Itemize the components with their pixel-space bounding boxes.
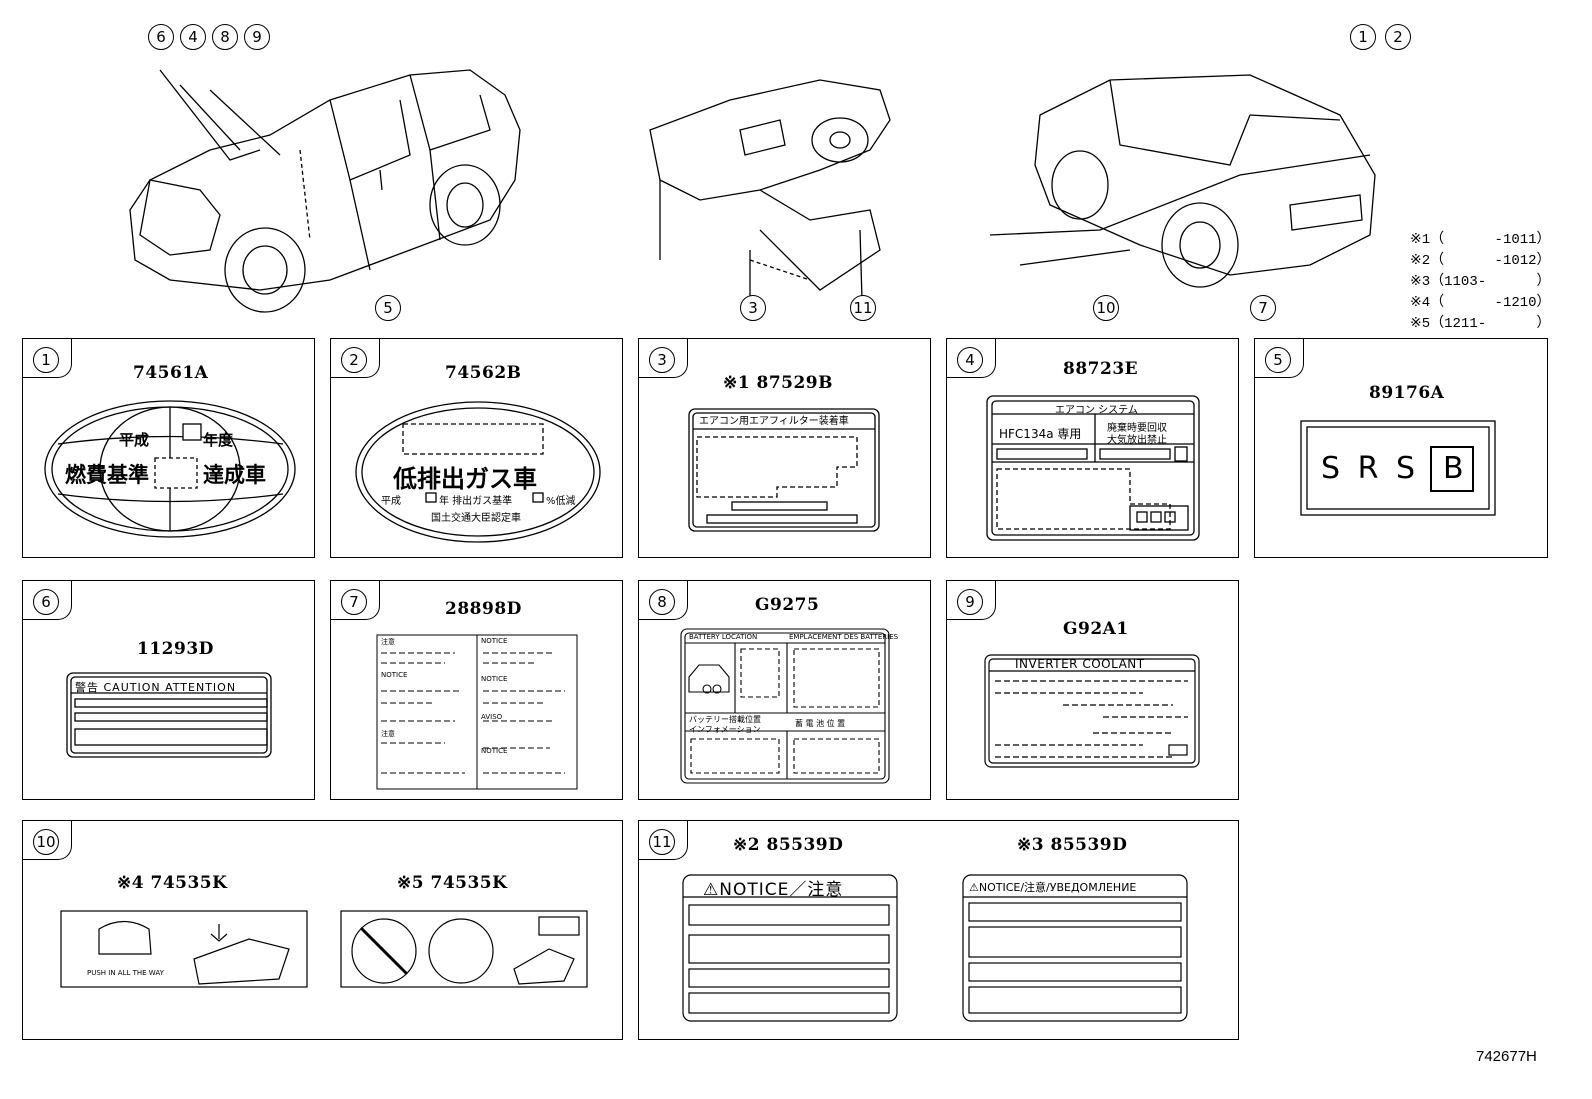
- part-number-1: ※2 85539D: [733, 835, 844, 855]
- label-text-percent-reduction: %低減: [546, 496, 576, 507]
- label-text-battery-location: BATTERY LOCATION: [689, 633, 758, 641]
- callout-8: 8: [212, 24, 238, 50]
- panel-number-7: 7: [341, 589, 367, 615]
- label-text-notice-7: NOTICE: [481, 747, 508, 755]
- label-text-notice-4: NOTICE: [481, 675, 508, 683]
- label-text-information: インフォメーション: [689, 725, 761, 734]
- label-text-battery-cn: 蓄 電 池 位 置: [795, 719, 846, 728]
- label-text-caution: 警告 CAUTION ATTENTION: [75, 681, 237, 694]
- panel-number-2: 2: [341, 347, 367, 373]
- part-number: 74562B: [445, 363, 522, 383]
- panel-number-3: 3: [649, 347, 675, 373]
- callout-3: 3: [740, 295, 766, 321]
- interior-dashboard-illustration: [649, 79, 891, 300]
- label-text-inverter-coolant: INVERTER COOLANT: [1015, 657, 1145, 671]
- panel-number-9: 9: [957, 589, 983, 615]
- part-number: 11293D: [137, 639, 214, 659]
- label-text-notice-1: 注意: [381, 638, 395, 646]
- label-panel-4: 4 88723E エアコン システム HFC134a 専用 廃棄時要回収 大気放…: [946, 338, 1239, 558]
- callout-2: 2: [1385, 24, 1411, 50]
- note-1: ※1（ -1011）: [1410, 232, 1551, 248]
- label-panel-2: 2 74562B 低排出ガス車 平成 年 排出ガス基準 %低減 国土交通大臣認定…: [330, 338, 623, 558]
- label-text-heisei: 平成: [381, 496, 401, 507]
- label-text-srs: S R S: [1321, 451, 1420, 486]
- panel-number-4: 4: [957, 347, 983, 373]
- panel-number-8: 8: [649, 589, 675, 615]
- label-panel-3: 3 ※1 87529B エアコン用エアフィルター装着車: [638, 338, 931, 558]
- callout-4: 4: [180, 24, 206, 50]
- car-front-view-illustration: [129, 69, 521, 313]
- label-text-notice-2: NOTICE: [481, 637, 508, 645]
- panel-number-11: 11: [649, 829, 675, 855]
- note-3: ※3（1103- ）: [1410, 274, 1551, 290]
- part-number: 74561A: [133, 363, 209, 383]
- diagram-id: 742677H: [1476, 1048, 1537, 1065]
- label-text-hfc134a: HFC134a 専用: [999, 427, 1082, 441]
- label-text-push-in: PUSH IN ALL THE WAY: [87, 969, 164, 977]
- note-2: ※2（ -1012）: [1410, 253, 1551, 269]
- label-text-ac-filter: エアコン用エアフィルター装着車: [699, 416, 849, 427]
- label-text-notice-3: NOTICE: [381, 671, 408, 679]
- label-panel-5: 5 89176A S R S B: [1254, 338, 1548, 558]
- label-text-battery-jp: バッテリー搭載位置: [689, 715, 761, 724]
- note-5: ※5（1211- ）: [1410, 316, 1551, 332]
- panel-number-5: 5: [1265, 347, 1291, 373]
- part-number: 28898D: [445, 599, 522, 619]
- callout-10: 10: [1093, 295, 1119, 321]
- part-number: ※1 87529B: [723, 373, 834, 393]
- label-text-notice-ru: ⚠NOTICE/注意/УВЕДОМЛЕНИЕ: [969, 881, 1137, 894]
- part-number-1: ※4 74535K: [117, 873, 228, 893]
- panel-number-1: 1: [33, 347, 59, 373]
- label-text-achieved: 達成車: [203, 463, 266, 487]
- part-number: G92A1: [1063, 619, 1129, 639]
- label-text-recover: 廃棄時要回収: [1107, 423, 1167, 434]
- label-text-no-release: 大気放出禁止: [1107, 435, 1167, 446]
- label-text-emplacement: EMPLACEMENT DES BATTERIES: [789, 633, 899, 641]
- part-number: 89176A: [1369, 383, 1445, 403]
- label-panel-7: 7 28898D 注意 NOTICE NOTICE NOTICE AVISO 注…: [330, 580, 623, 800]
- panel-number-10: 10: [33, 829, 59, 855]
- label-text-emission-standard: 年 排出ガス基準: [439, 496, 513, 507]
- label-text-nendo: 年度: [203, 431, 234, 449]
- label-text-heisei: 平成: [119, 431, 150, 449]
- label-panel-6: 6 11293D 警告 CAUTION ATTENTION: [22, 580, 315, 800]
- part-number-2: ※5 74535K: [397, 873, 508, 893]
- callout-1: 1: [1350, 24, 1376, 50]
- part-number: 88723E: [1063, 359, 1139, 379]
- label-text-notice-6: 注意: [381, 730, 395, 738]
- part-number-2: ※3 85539D: [1017, 835, 1128, 855]
- part-number: G9275: [755, 595, 820, 615]
- label-text-b: B: [1443, 451, 1464, 486]
- callout-9: 9: [244, 24, 270, 50]
- label-panel-10: 10 ※4 74535K ※5 74535K PUSH IN ALL THE W…: [22, 820, 623, 1040]
- label-panel-9: 9 G92A1 INVERTER COOLANT: [946, 580, 1239, 800]
- car-rear-view-illustration: [990, 74, 1376, 288]
- note-4: ※4（ -1210）: [1410, 295, 1551, 311]
- callout-5: 5: [375, 295, 401, 321]
- callout-6: 6: [148, 24, 174, 50]
- callout-11: 11: [850, 295, 876, 321]
- label-panel-1: 1 74561A 平成 年度 燃費基準 達成車: [22, 338, 315, 558]
- label-text-fuel-standard: 燃費基準: [65, 463, 149, 487]
- label-text-notice-5: AVISO: [481, 713, 503, 721]
- label-text-notice-jp: ⚠NOTICE／注意: [703, 880, 844, 900]
- label-text-certified: 国土交通大臣認定車: [431, 513, 521, 524]
- label-panel-8: 8 G9275 BATTERY LOCATION EMPLACEMENT DES…: [638, 580, 931, 800]
- label-text-ac-system: エアコン システム: [1055, 405, 1138, 416]
- label-text-low-emission: 低排出ガス車: [393, 465, 537, 493]
- panel-number-6: 6: [33, 589, 59, 615]
- callout-7: 7: [1250, 295, 1276, 321]
- label-panel-11: 11 ※2 85539D ※3 85539D ⚠NOTICE／注意 ⚠NOTIC…: [638, 820, 1239, 1040]
